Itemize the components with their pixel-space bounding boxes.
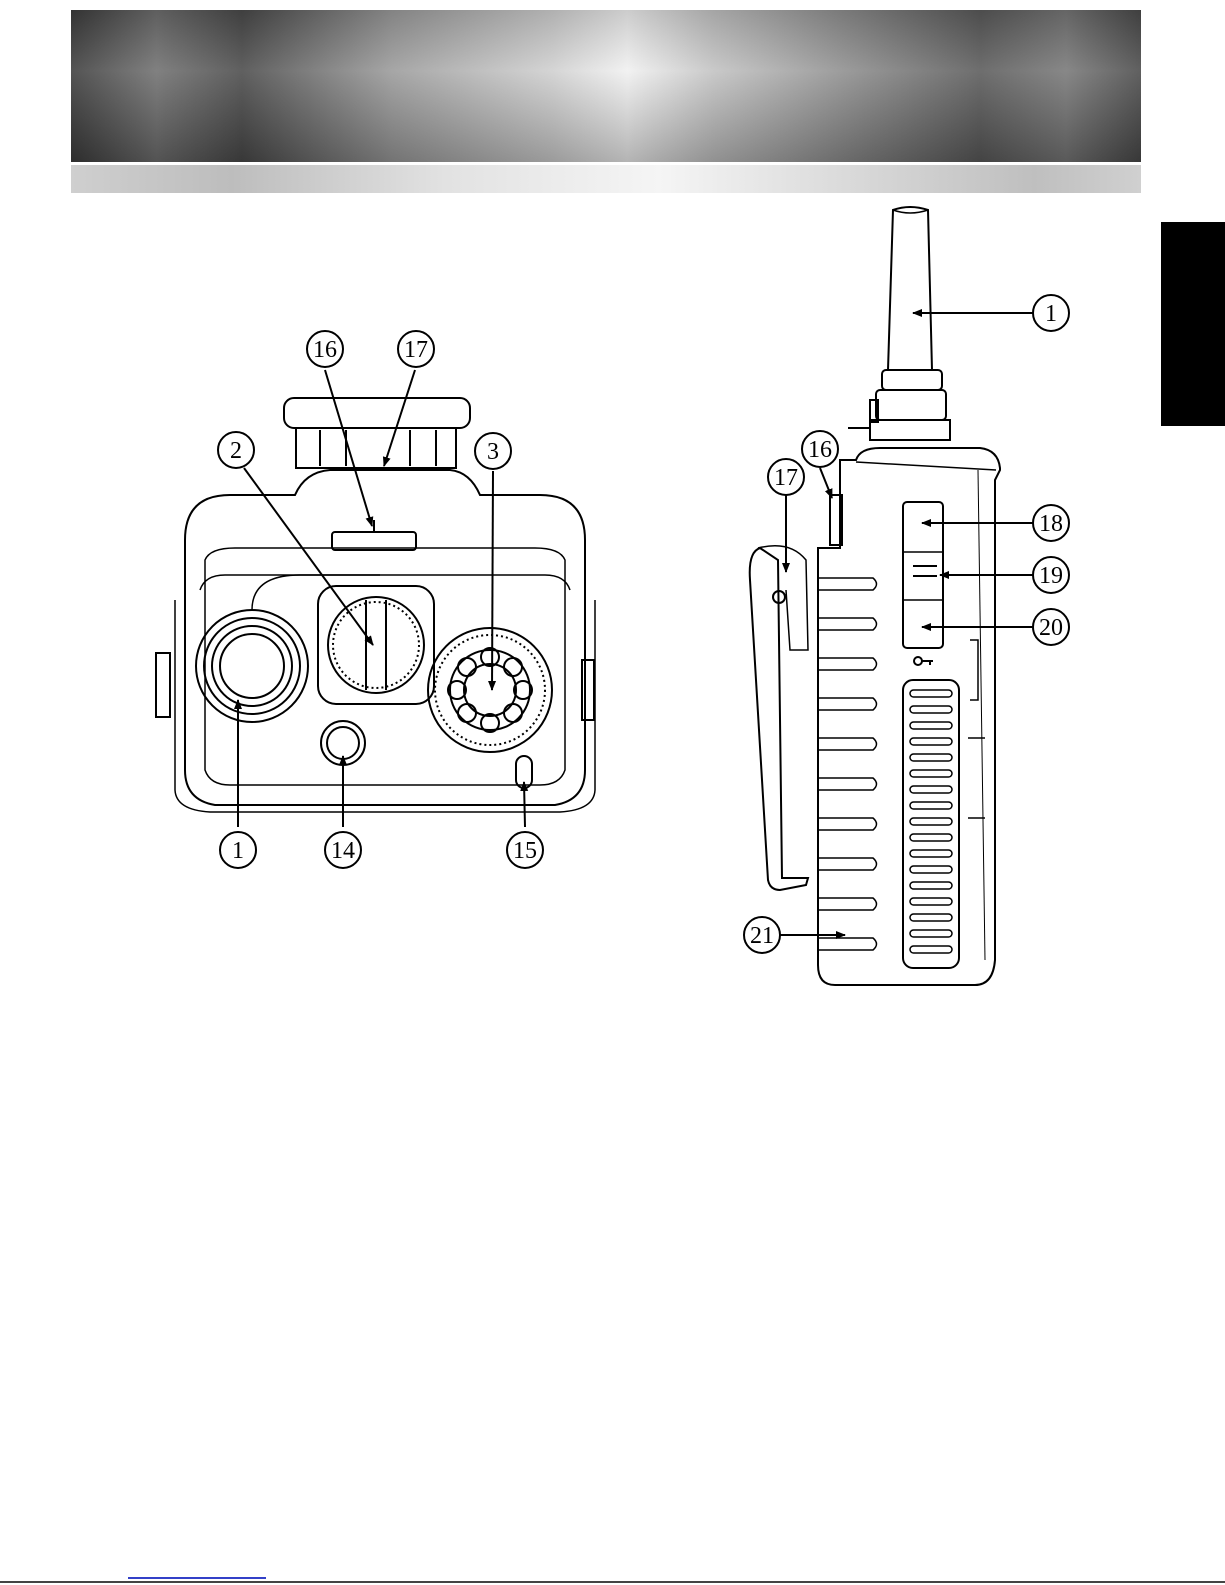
svg-text:17: 17 [404, 337, 428, 363]
volume-knob [428, 628, 552, 752]
svg-text:19: 19 [1039, 563, 1063, 589]
svg-text:16: 16 [808, 437, 832, 463]
body-ribs [818, 578, 877, 950]
svg-text:15: 15 [513, 838, 537, 864]
svg-text:20: 20 [1039, 615, 1063, 641]
callout-side-1: 1 [1033, 295, 1069, 331]
key-icon [914, 657, 933, 665]
svg-text:21: 21 [750, 923, 774, 949]
callout-front-14: 14 [325, 832, 361, 868]
callout-side-18: 18 [1033, 505, 1069, 541]
callout-front-1: 1 [220, 832, 256, 868]
callout-side-21: 21 [744, 917, 780, 953]
channel-knob [318, 586, 434, 704]
callout-side-19: 19 [1033, 557, 1069, 593]
svg-text:1: 1 [1045, 301, 1057, 327]
radio-side-view [750, 207, 1000, 985]
footer-link-underline[interactable] [128, 1577, 266, 1579]
callout-side-20: 20 [1033, 609, 1069, 645]
callout-front-3: 3 [475, 433, 511, 469]
side-belt-clip [750, 548, 808, 890]
callout-front-17: 17 [398, 331, 434, 367]
callout-side-17: 17 [768, 459, 804, 495]
side-body-outline [818, 448, 1000, 985]
svg-text:18: 18 [1039, 511, 1063, 537]
callout-side-16: 16 [802, 431, 838, 467]
svg-text:3: 3 [487, 439, 499, 465]
callout-front-2: 2 [218, 432, 254, 468]
antenna [888, 207, 932, 370]
belt-clip-top [284, 398, 470, 428]
callout-front-16: 16 [307, 331, 343, 367]
svg-text:16: 16 [313, 337, 337, 363]
svg-text:1: 1 [232, 838, 244, 864]
svg-text:17: 17 [774, 465, 798, 491]
side-button-right [582, 660, 594, 720]
svg-text:14: 14 [331, 838, 355, 864]
footer-rule [0, 1581, 1225, 1583]
svg-text:2: 2 [230, 438, 242, 464]
callout-front-15: 15 [507, 832, 543, 868]
side-button-left [156, 653, 170, 717]
antenna-connector [196, 575, 380, 722]
